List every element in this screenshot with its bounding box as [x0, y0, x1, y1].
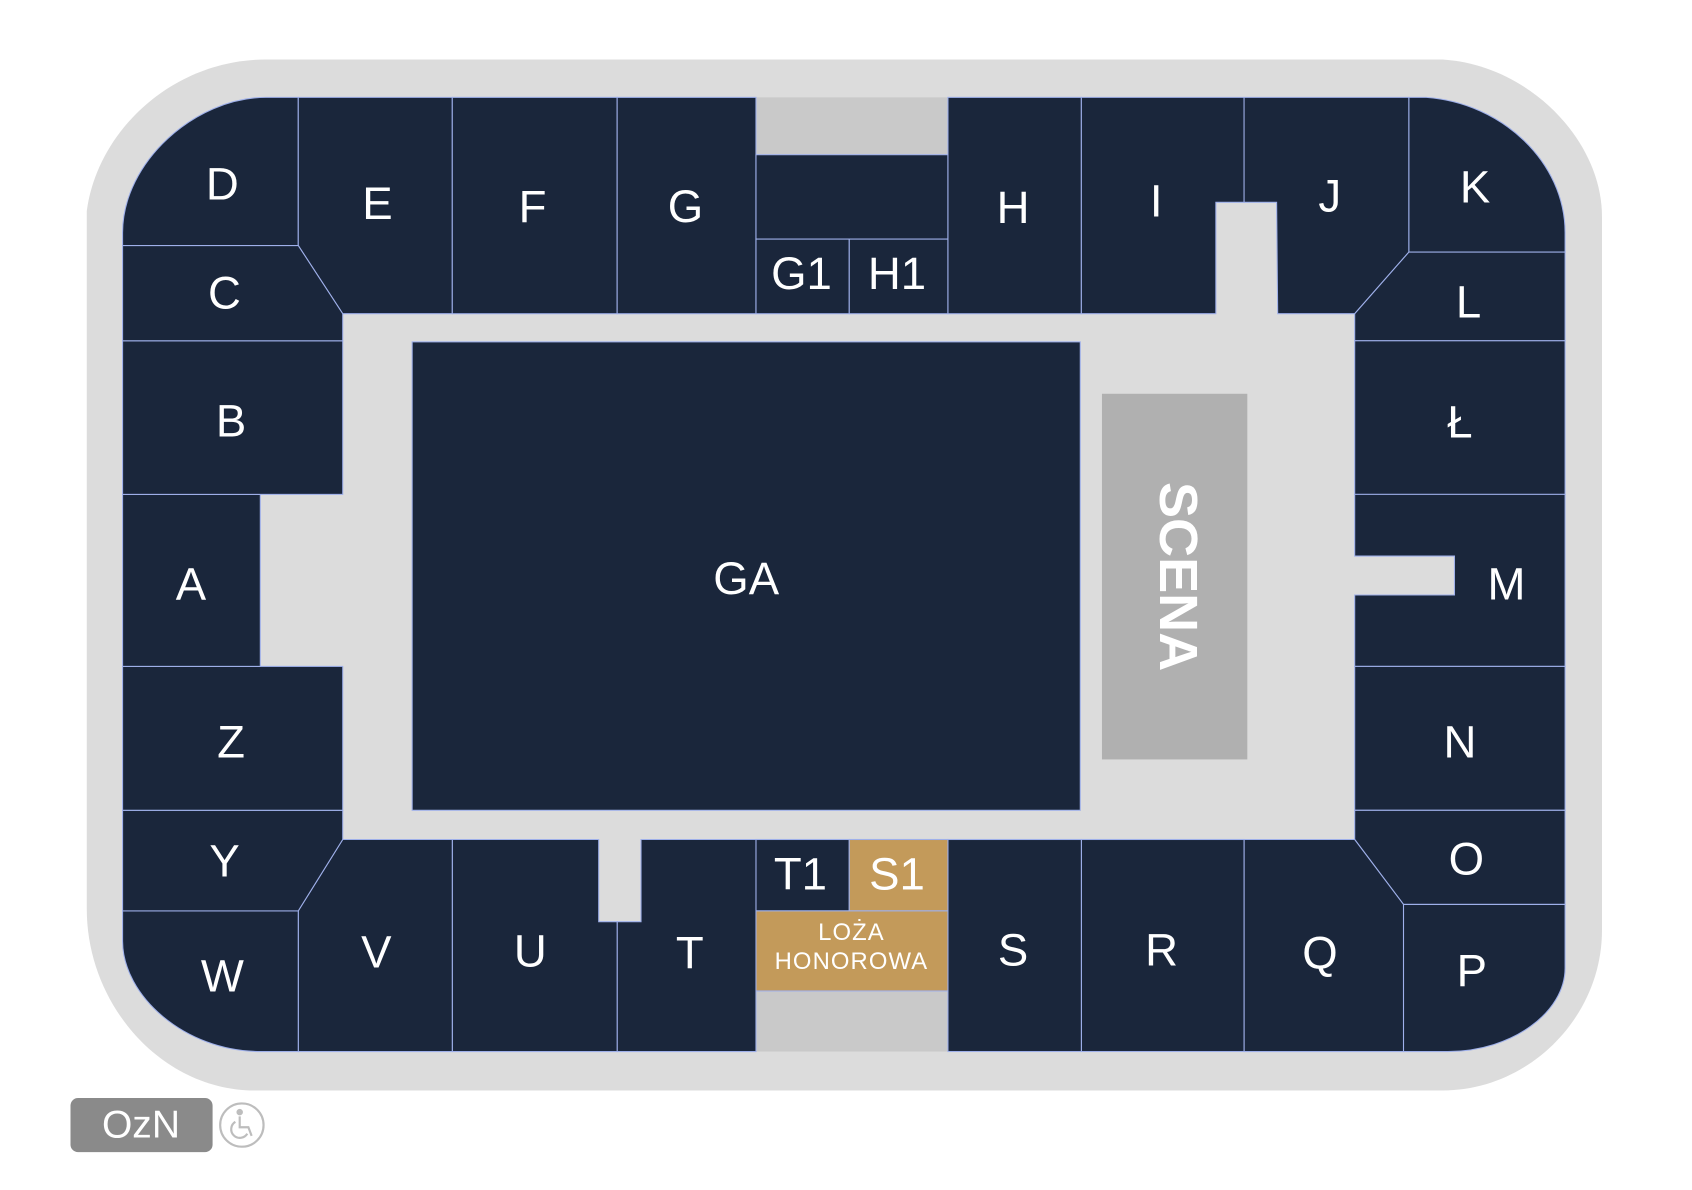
shape: [122, 245, 344, 342]
top-aisle: [755, 97, 948, 155]
shape: [122, 493, 261, 667]
shape: [755, 910, 949, 992]
shape: [1101, 393, 1248, 760]
shape: [755, 838, 850, 912]
section-R[interactable]: R: [1080, 838, 1245, 1053]
shape: [1408, 96, 1566, 253]
section-T1[interactable]: T1: [755, 838, 850, 912]
shape: [1354, 665, 1566, 811]
section-F[interactable]: F: [451, 96, 618, 315]
section-label: SCENA: [1148, 482, 1208, 671]
shape: [70, 1098, 213, 1153]
shape: [451, 838, 618, 1053]
section-H1[interactable]: H1: [848, 238, 949, 315]
shape: [236, 1108, 243, 1116]
shape: [122, 665, 344, 811]
section-top-block[interactable]: [755, 154, 949, 240]
section-S1[interactable]: S1: [848, 838, 949, 912]
shape: [848, 238, 949, 315]
section-A[interactable]: A: [122, 493, 261, 667]
section-S[interactable]: S: [947, 838, 1082, 1053]
section-B[interactable]: B: [122, 340, 344, 495]
shape: [1354, 340, 1566, 495]
shape: [848, 838, 949, 912]
section-H[interactable]: H: [947, 96, 1082, 315]
shape: [1354, 493, 1566, 667]
shape: [1080, 838, 1245, 1053]
wheelchair-icon: [219, 1102, 265, 1148]
shape: [238, 1116, 253, 1137]
section-G1[interactable]: G1: [755, 238, 850, 315]
shape: [451, 96, 618, 315]
shape: [122, 96, 299, 247]
shape: [122, 340, 344, 495]
shape: [947, 96, 1082, 315]
section-N[interactable]: N: [1354, 665, 1566, 811]
section-L-stroke[interactable]: Ł: [1354, 340, 1566, 495]
section-Z[interactable]: Z: [122, 665, 344, 811]
stage: SCENA: [1101, 393, 1248, 760]
section-G[interactable]: G: [616, 96, 757, 315]
shape: [947, 838, 1082, 1053]
shape: [297, 96, 453, 315]
bottom-aisle: [755, 990, 948, 1052]
section-GA[interactable]: GA: [411, 341, 1081, 811]
shape: [1402, 903, 1566, 1053]
shape: [755, 238, 850, 315]
shape: [230, 1120, 249, 1139]
section-U[interactable]: U: [451, 838, 618, 1053]
shape: [616, 96, 757, 315]
shape: [219, 1102, 265, 1148]
ozn-button[interactable]: OzN: [70, 1098, 213, 1153]
shape: [122, 910, 299, 1053]
shape: [411, 341, 1081, 811]
